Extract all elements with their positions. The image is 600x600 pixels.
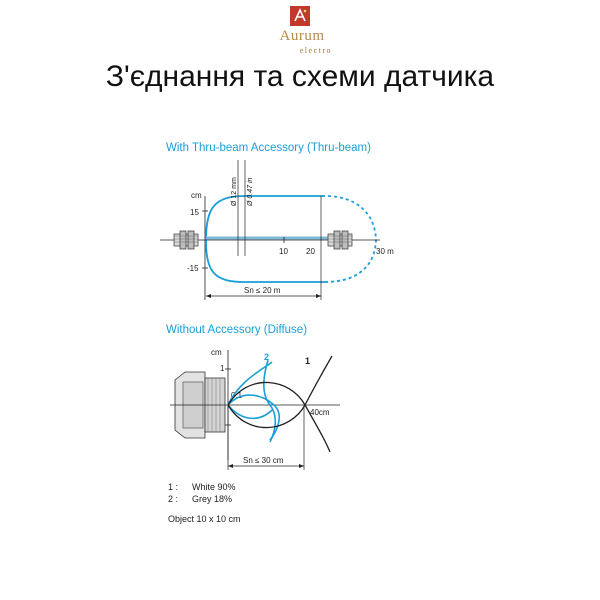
diffuse-tick-1: 1: [220, 364, 225, 373]
diffuse-heading: Without Accessory (Diffuse): [166, 324, 307, 336]
logo-mark-icon: [290, 6, 310, 26]
legend-value-1: White 90%: [192, 482, 236, 492]
thru-beam-xtick-10: 10: [279, 247, 288, 256]
legend-key-2: 2 :: [168, 494, 178, 504]
brand-name: Aurum: [279, 28, 325, 44]
legend-key-1: 1 :: [168, 482, 178, 492]
thru-beam-unit: cm: [191, 191, 202, 200]
thru-beam-range-arrow-right: [316, 294, 321, 298]
brand-logo: Aurum electro: [272, 6, 332, 56]
diffuse-curve-2-trunk: [262, 359, 277, 443]
thru-beam-ytick-bottom: -15: [187, 264, 199, 273]
thru-beam-dim-mm: Ø 12 mm: [231, 177, 238, 206]
diffuse-range: Sn ≤ 30 cm: [243, 456, 284, 465]
brand-subtitle: electro: [299, 46, 332, 55]
sensor-diagram: With Thru-beam Accessory (Thru-beam) cm …: [160, 142, 394, 524]
diffuse-curve-1-lower: [227, 355, 333, 429]
legend-value-2: Grey 18%: [192, 494, 232, 504]
diffuse-x-end: 40cm: [310, 408, 330, 417]
diffuse-range-arrow-left: [228, 464, 233, 468]
thru-beam-range-arrow-left: [206, 294, 211, 298]
diffuse-curve-1-label: 1: [305, 356, 310, 366]
thru-beam-x-end: 30 m: [376, 247, 394, 256]
diffuse-curve-2: [227, 361, 281, 441]
diffuse-curve-1: [227, 381, 331, 453]
diffuse-unit: cm: [211, 348, 222, 357]
diffuse-tick-01: 0.1: [231, 391, 243, 400]
thru-beam-heading: With Thru-beam Accessory (Thru-beam): [166, 142, 371, 154]
thru-beam-xtick-20: 20: [306, 247, 315, 256]
diffuse-range-arrow-right: [299, 464, 304, 468]
thru-beam-receiver: [327, 230, 353, 250]
thru-beam-envelope-dashed: [324, 194, 378, 284]
object-note: Object 10 x 10 cm: [168, 514, 241, 524]
page-title: З'єднання та схеми датчика: [105, 60, 495, 93]
thru-beam-emitter: [173, 230, 199, 250]
thru-beam-ytick-top: 15: [190, 208, 199, 217]
diffuse-curve-2-label: 2: [264, 352, 269, 362]
thru-beam-range: Sn ≤ 20 m: [244, 286, 281, 295]
thru-beam-dim-in: Ø 0.47 in: [247, 177, 254, 207]
